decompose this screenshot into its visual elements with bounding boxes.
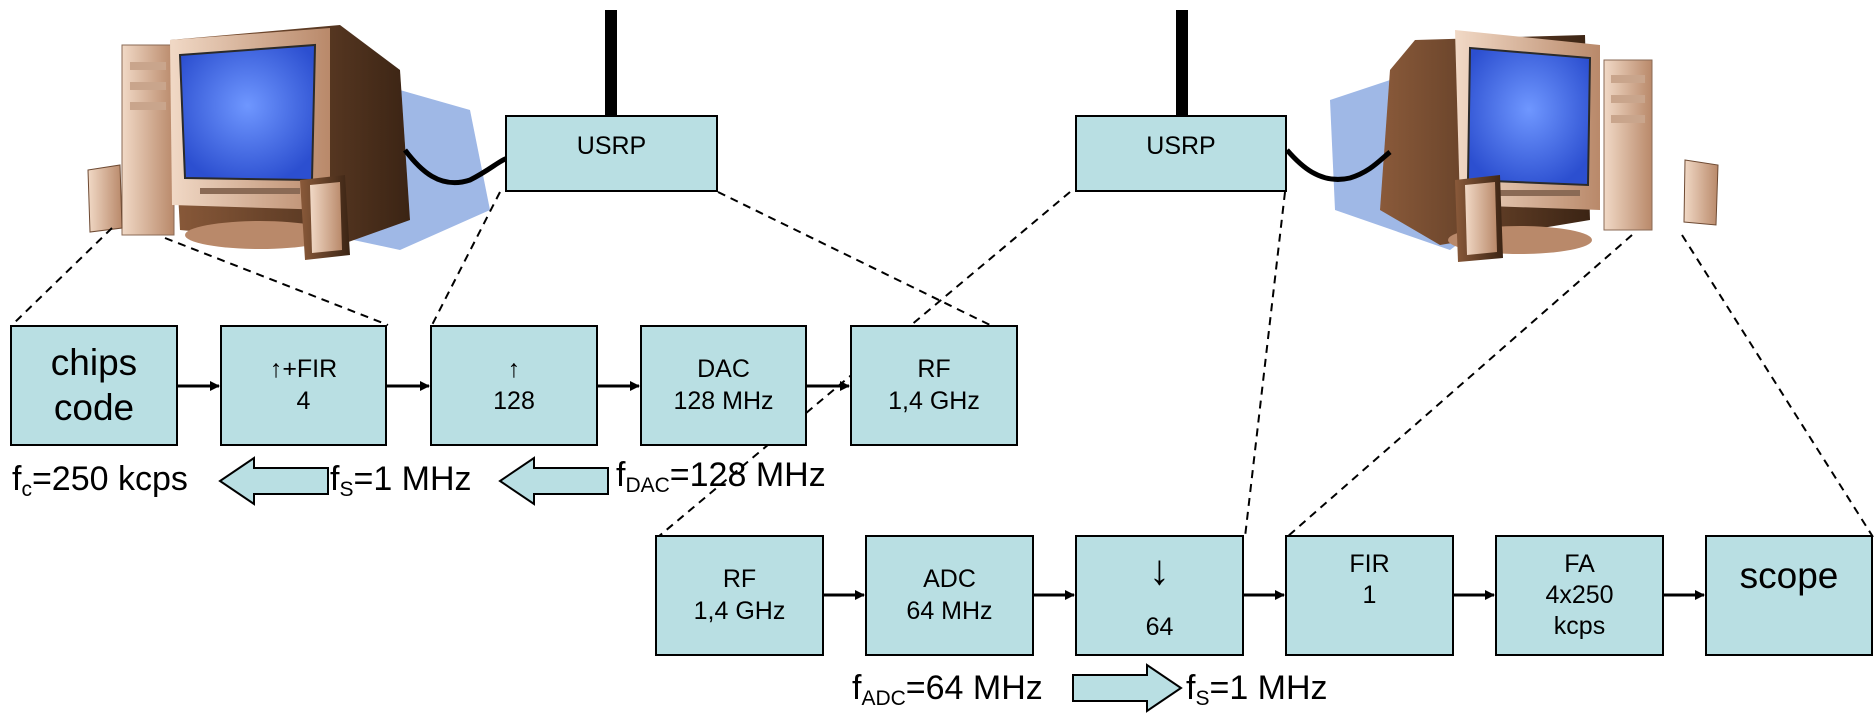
adc-label: ADC [923, 565, 976, 594]
rf-rx-label: RF [722, 565, 757, 594]
downsample-arrow-icon: ↓ [1149, 546, 1170, 593]
rf-tx-box: RF 1,4 GHz [850, 325, 1018, 446]
fir-value: 1 [1362, 581, 1377, 610]
upfir-value: 4 [296, 386, 311, 415]
downsample-box: ↓ 64 [1075, 535, 1244, 656]
upsample-arrow-icon: ↑ [507, 355, 521, 384]
usrp-rx-label: USRP [1146, 132, 1216, 160]
rate-arrow-tx-1 [218, 456, 329, 506]
upsample-box: ↑ 128 [430, 325, 598, 446]
fs-tx-rate-label: fS=1 MHz [330, 460, 472, 501]
fdac-rate-label: fDAC=128 MHz [616, 456, 826, 497]
computer-rx-icon [1285, 30, 1719, 262]
dac-label: DAC [697, 355, 750, 384]
rf-tx-value: 1,4 GHz [888, 386, 980, 415]
scope-box: scope [1705, 535, 1873, 656]
chips-line1: chips [50, 342, 138, 384]
rate-arrow-tx-2 [498, 456, 609, 506]
adc-box: ADC 64 MHz [865, 535, 1034, 656]
rf-tx-label: RF [917, 355, 951, 384]
usrp-tx-label: USRP [576, 132, 647, 160]
fc-rate-label: fc=250 kcps [12, 460, 188, 501]
fs-rx-rate-label: fS=1 MHz [1186, 669, 1328, 710]
usrp-rx-box: USRP [1075, 115, 1287, 192]
rate-arrow-rx [1072, 663, 1183, 713]
fadc-rate-label: fADC=64 MHz [852, 669, 1043, 710]
chips-code-box: chips code [10, 325, 178, 446]
fa-label: FA [1564, 549, 1595, 578]
upsample-fir-box: ↑+FIR 4 [220, 325, 387, 446]
scope-label: scope [1739, 555, 1839, 596]
computer-tx-icon [87, 25, 509, 260]
rate-arrows [218, 456, 1183, 713]
dac-box: DAC 128 MHz [640, 325, 807, 446]
chips-line2: code [53, 386, 135, 428]
rf-rx-box: RF 1,4 GHz [655, 535, 824, 656]
dac-value: 128 MHz [673, 386, 774, 415]
fa-box: FA 4x250 kcps [1495, 535, 1664, 656]
downsample-value: 64 [1145, 613, 1174, 641]
antenna-icon [605, 10, 1188, 118]
fir-label: FIR [1349, 550, 1390, 578]
usrp-tx-box: USRP [505, 115, 718, 192]
fa-value1: 4x250 [1545, 580, 1614, 609]
upfir-label: ↑+FIR [269, 355, 338, 384]
rf-rx-value: 1,4 GHz [693, 596, 786, 625]
upsample-value: 128 [493, 386, 535, 415]
fir-box: FIR 1 [1285, 535, 1454, 656]
adc-value: 64 MHz [906, 596, 993, 625]
fa-value2: kcps [1553, 612, 1606, 641]
